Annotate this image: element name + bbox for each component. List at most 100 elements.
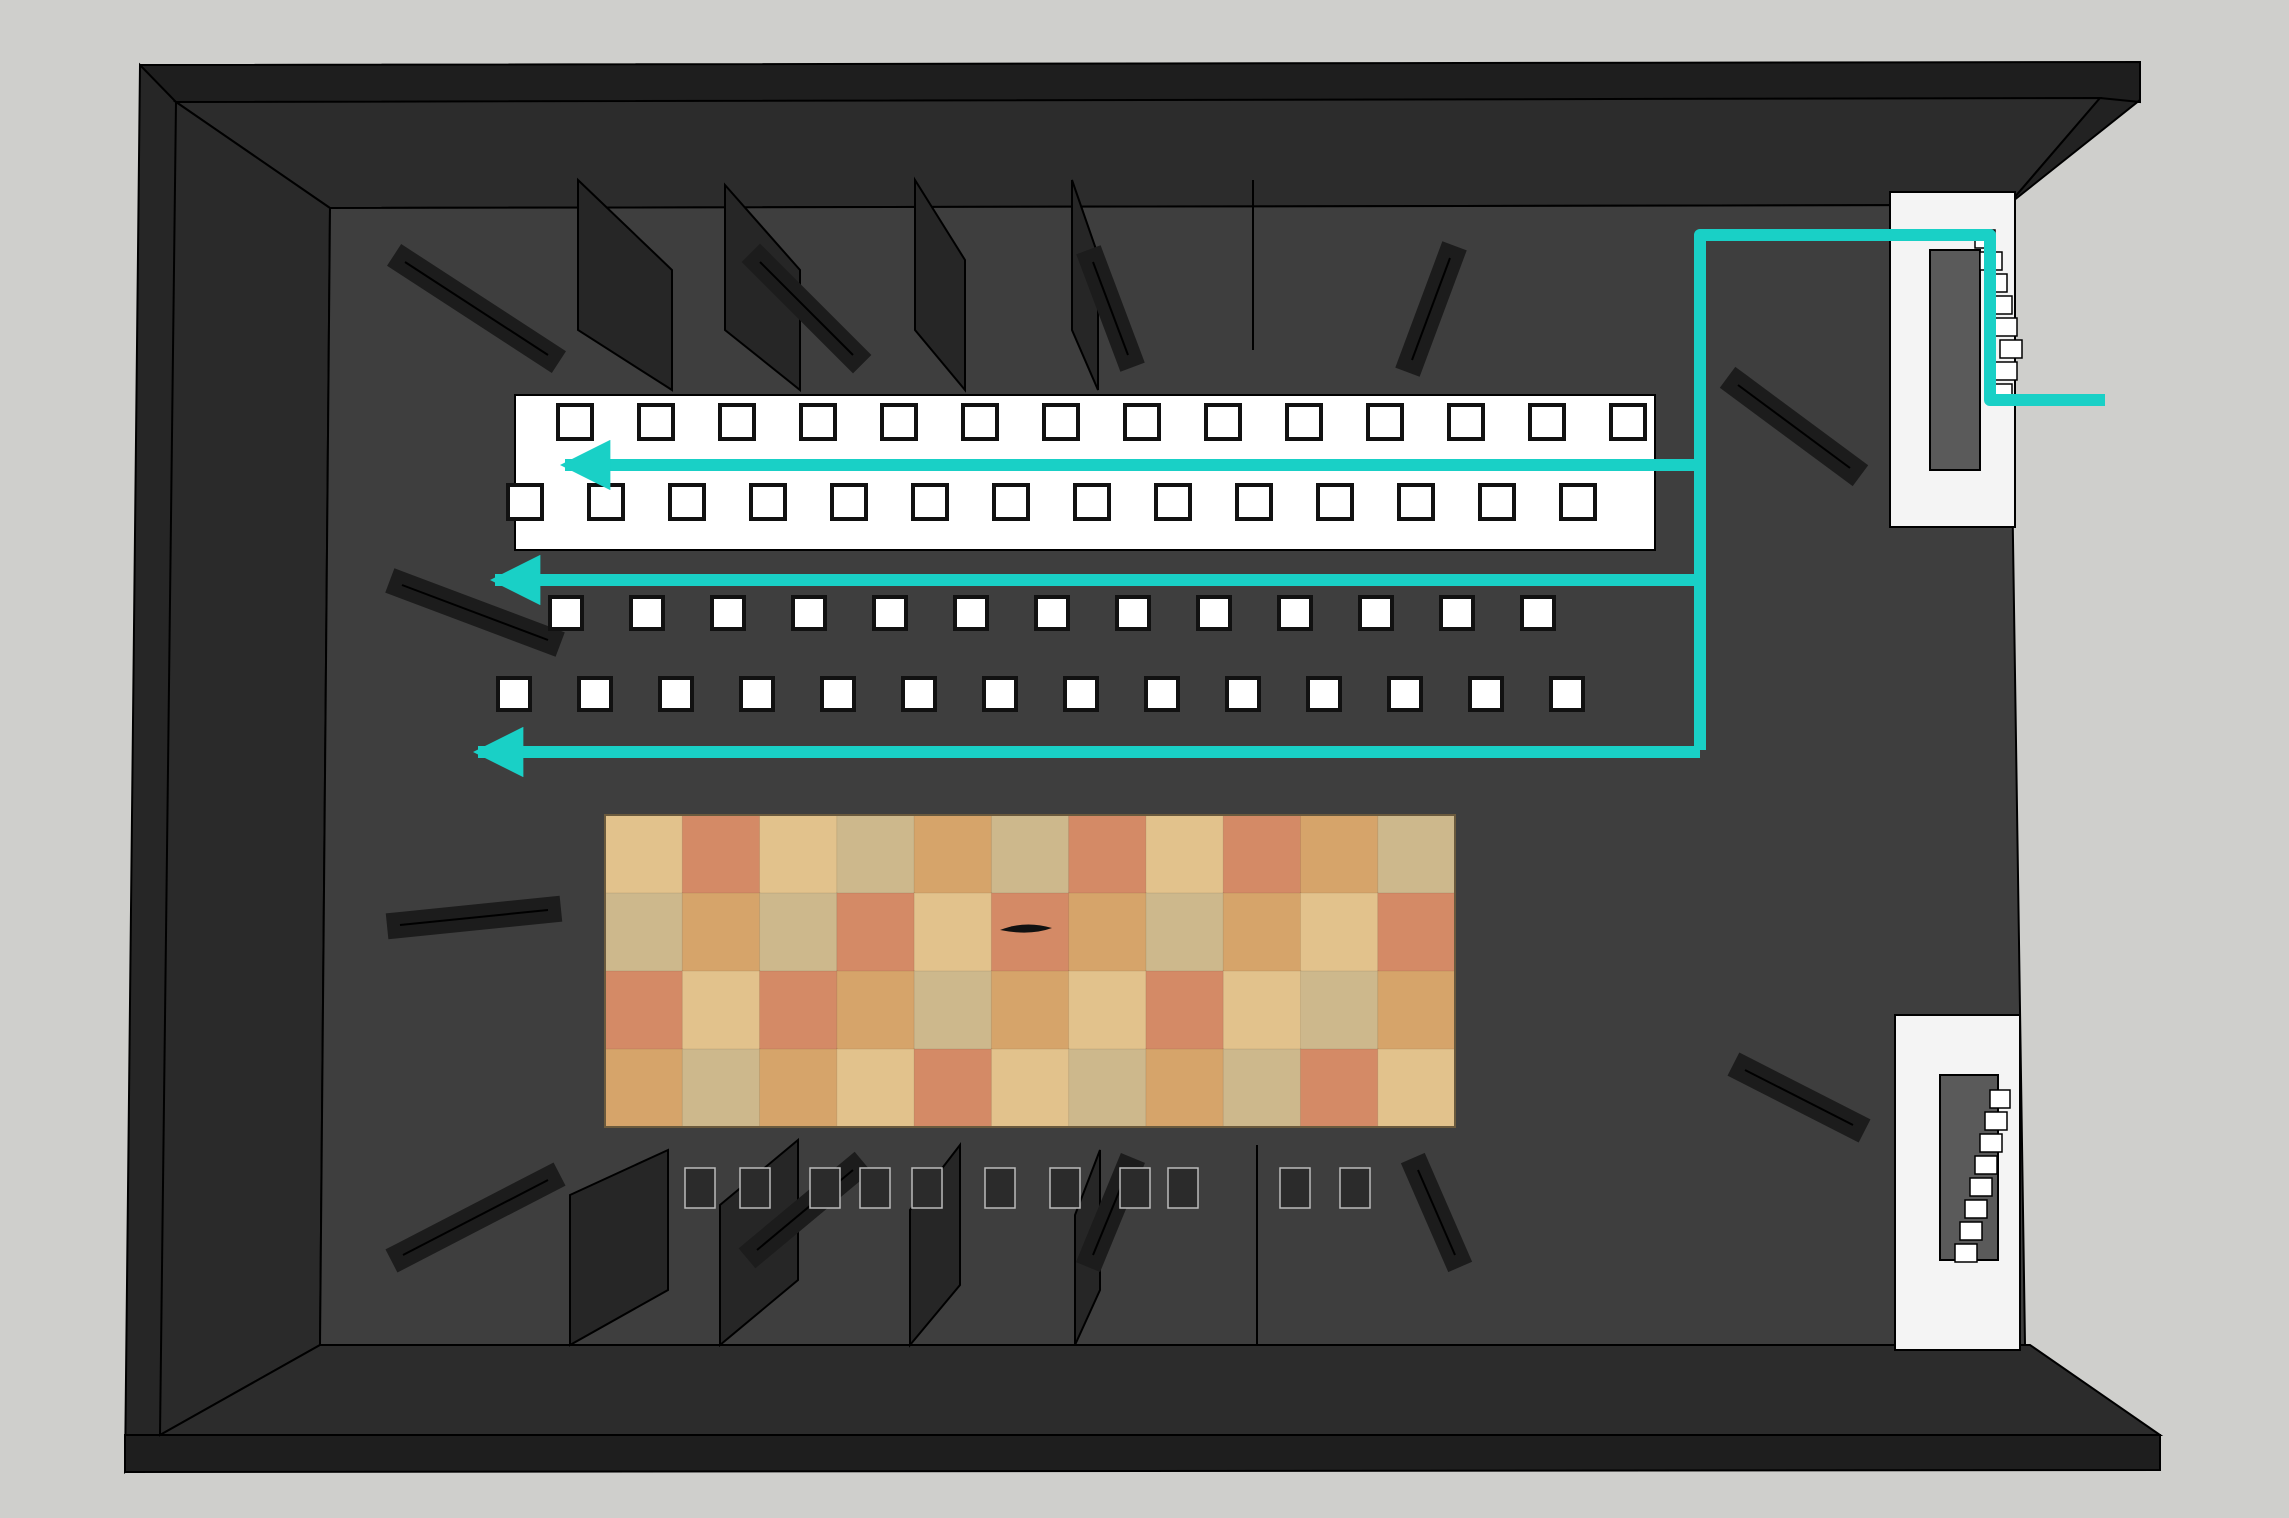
light-fixture-edge-9: [402, 1179, 549, 1256]
orchestra-chair-2: [739, 1167, 771, 1209]
floor-row-2-seat-5: [820, 676, 856, 712]
stage-panel-r2-c4: [836, 892, 916, 972]
orchestra-chair-3: [809, 1167, 841, 1209]
stage-panel-r1-c4: [836, 814, 916, 894]
orchestra-chair-8: [1119, 1167, 1151, 1209]
orchestra-chair-4: [859, 1167, 891, 1209]
stage-panel-r1-c5: [913, 814, 993, 894]
stage-panel-r1-c6: [990, 814, 1070, 894]
stage-panel-r2-c8: [1145, 892, 1225, 972]
stair-treads-bottom: [1954, 1089, 2011, 1263]
wall-top-bevel: [172, 96, 2103, 210]
stage-panel-r3-c11: [1377, 970, 1457, 1050]
floor-row-1-seat-2: [629, 595, 665, 631]
floor-row-1-seat-7: [1034, 595, 1070, 631]
stair-top-right: [1889, 191, 2023, 528]
stage-panel-r2-c5: [913, 892, 993, 972]
riser-row-2-seat-5: [830, 483, 868, 521]
riser-row-1-seat-7: [1042, 403, 1080, 441]
stage-mark: [1000, 924, 1052, 933]
stage-panel-r2-c1: [604, 892, 684, 972]
stage-panel-r3-c7: [1068, 970, 1147, 1050]
stage-panel-r2-c9: [1222, 892, 1302, 972]
orchestra-chair-7: [1049, 1167, 1081, 1209]
floor-row-2-seat-12: [1387, 676, 1423, 712]
riser-row-2-seat-4: [749, 483, 787, 521]
orchestra-chairs: [684, 1167, 1371, 1209]
riser-row-2-seat-8: [1073, 483, 1111, 521]
stage-panel-r4-c4: [836, 1048, 916, 1128]
stage-panel-r4-c6: [990, 1048, 1070, 1128]
riser-row-2-seat-10: [1235, 483, 1273, 521]
outer-walls: [123, 60, 2164, 1474]
orchestra-chair-5: [911, 1167, 943, 1209]
floor-row-2-seat-7: [982, 676, 1018, 712]
light-fixture-edge-5: [1737, 384, 1851, 469]
orchestra-chair-11: [1339, 1167, 1371, 1209]
stage-panel-r2-c3: [759, 892, 838, 972]
light-fixture-edge-1: [404, 261, 549, 356]
light-fixture-edge-7: [399, 909, 549, 926]
wall-panel-4: [1071, 179, 1099, 391]
stair-steps-top: [1929, 249, 1981, 471]
light-fixture-edge-12: [1417, 1169, 1456, 1256]
floor-row-1-seat-6: [953, 595, 989, 631]
floor-row-2-seat-13: [1468, 676, 1504, 712]
floor-row-1-seat-3: [710, 595, 746, 631]
riser-row-1-seat-6: [961, 403, 999, 441]
riser-row-1-seat-10: [1285, 403, 1323, 441]
floor-row-2-seat-11: [1306, 676, 1342, 712]
wall-panel-2: [724, 182, 801, 393]
stage-panel-r2-c7: [1068, 892, 1147, 972]
riser-row-1-seat-9: [1204, 403, 1242, 441]
riser-row-1-seat-13: [1528, 403, 1566, 441]
floor-row-1-seat-9: [1196, 595, 1232, 631]
light-fixture-edge-4: [1411, 257, 1451, 361]
riser-row-1-seat-3: [718, 403, 756, 441]
riser-row-1-seat-12: [1447, 403, 1485, 441]
riser-row-2-seat-13: [1478, 483, 1516, 521]
floor-row-1-seat-11: [1358, 595, 1394, 631]
floor-row-2-seat-2: [577, 676, 613, 712]
stage-panel-r1-c3: [759, 814, 838, 894]
stage-panel-r1-c7: [1068, 814, 1147, 894]
stage-panel-r2-c10: [1299, 892, 1379, 972]
stage-outline: [604, 814, 1456, 1128]
wall-bottom-bevel: [156, 1344, 2164, 1436]
riser-row-2-seat-1: [506, 483, 544, 521]
light-fixture-edge-8: [1744, 1069, 1854, 1126]
wall-panel-5: [569, 1148, 669, 1347]
floor-row-2-seat-10: [1225, 676, 1261, 712]
floor-row-2-seat-8: [1063, 676, 1099, 712]
riser-row-2-seat-3: [668, 483, 706, 521]
stage-panel-r3-c2: [681, 970, 761, 1050]
riser-seats: [506, 403, 1647, 521]
riser-row-2-seat-6: [911, 483, 949, 521]
wall-left-bevel: [158, 100, 332, 1437]
stage-panel-r1-c9: [1222, 814, 1302, 894]
stage-panel-r3-c1: [604, 970, 684, 1050]
floor-row-1-seat-13: [1520, 595, 1556, 631]
wall-right-top-bevel: [2007, 96, 2141, 206]
stage-panel-r4-c8: [1145, 1048, 1225, 1128]
orchestra-chair-6: [984, 1167, 1016, 1209]
route-trunk: [1694, 229, 2105, 750]
stage-panel-r1-c2: [681, 814, 761, 894]
light-fixture-edge-6: [401, 584, 549, 641]
wall-bottom: [124, 1434, 2161, 1474]
floor-row-2-seat-4: [739, 676, 775, 712]
riser-row-1-seat-2: [637, 403, 675, 441]
stage-panel-r4-c1: [604, 1048, 684, 1128]
floor-row-2-seat-14: [1549, 676, 1585, 712]
riser-row-1-seat-8: [1123, 403, 1161, 441]
floor-row-2-seat-3: [658, 676, 694, 712]
riser-row-2-seat-7: [992, 483, 1030, 521]
riser-row-1-seat-4: [799, 403, 837, 441]
stage-panel-r2-c11: [1377, 892, 1457, 972]
orchestra-chair-10: [1279, 1167, 1311, 1209]
floor-row-2-seat-6: [901, 676, 937, 712]
stage-panel-r2-c2: [681, 892, 761, 972]
riser-row-2-seat-12: [1397, 483, 1435, 521]
stage-panel-r1-c1: [604, 814, 684, 894]
